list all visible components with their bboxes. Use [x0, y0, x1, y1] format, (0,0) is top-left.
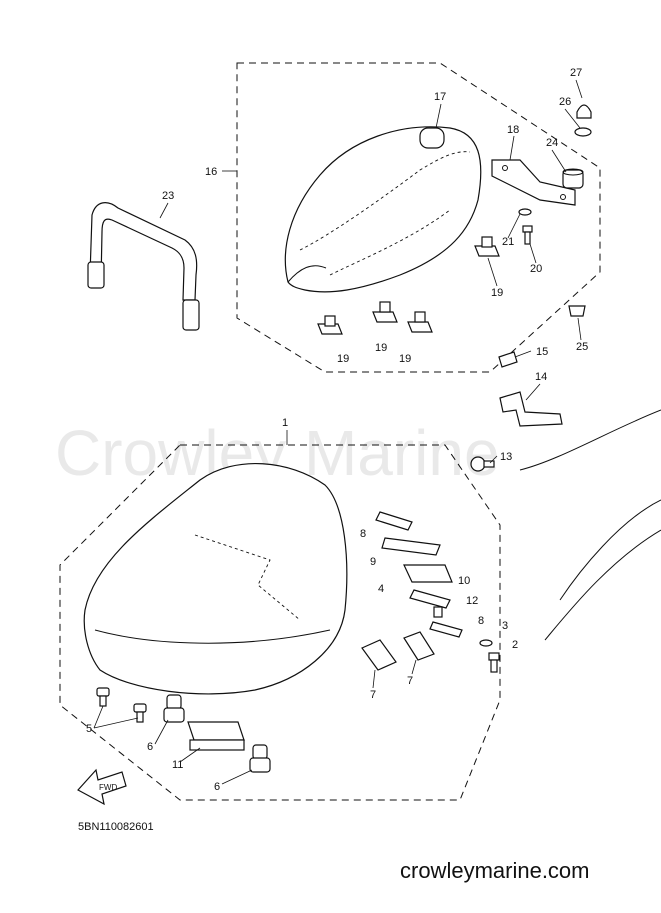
fwd-arrow-icon: FWD — [77, 768, 127, 806]
site-name[interactable]: crowleymarine.com — [400, 858, 590, 883]
grommet-6 — [249, 744, 271, 773]
callout-19: 19 — [491, 287, 503, 299]
callout-27: 27 — [570, 67, 582, 79]
frame-curve — [559, 499, 661, 601]
seat-nut-19 — [474, 236, 500, 257]
frame-curve — [519, 409, 661, 471]
rear-bracket — [491, 159, 576, 206]
pad-7 — [361, 639, 397, 671]
washer-3 — [479, 639, 493, 647]
callout-15: 15 — [536, 346, 548, 358]
callout-21: 21 — [502, 236, 514, 248]
grab-bar — [87, 202, 200, 331]
grommet-6 — [163, 694, 185, 723]
callout-2: 2 — [512, 639, 518, 651]
stud-5 — [96, 687, 110, 707]
grommet-25 — [568, 305, 586, 317]
plate-9 — [381, 537, 441, 556]
callout-24: 24 — [546, 137, 558, 149]
plate-10 — [409, 589, 451, 609]
callout-17: 17 — [434, 91, 446, 103]
callout-8: 8 — [478, 615, 484, 627]
callout-16: 16 — [205, 166, 217, 178]
fwd-label: FWD — [99, 783, 117, 792]
frame-curve — [544, 529, 661, 641]
bolt-15 — [498, 351, 518, 368]
callout-8: 8 — [360, 528, 366, 540]
callout-7: 7 — [407, 675, 413, 687]
callout-4: 4 — [378, 583, 384, 595]
callout-18: 18 — [507, 124, 519, 136]
washer-part — [574, 127, 592, 137]
stud-12 — [433, 606, 443, 618]
callout-3: 3 — [502, 620, 508, 632]
seat-nut-19 — [317, 315, 343, 335]
seat-nut-19 — [407, 311, 433, 333]
seat-lock-bracket — [499, 391, 563, 427]
callout-7: 7 — [370, 689, 376, 701]
pad-7 — [403, 631, 435, 661]
callout-14: 14 — [535, 371, 547, 383]
callout-12: 12 — [466, 595, 478, 607]
callout-9: 9 — [370, 556, 376, 568]
rear-seat — [284, 126, 482, 293]
callout-19: 19 — [375, 342, 387, 354]
diagram-code: 5BN110082601 — [78, 821, 154, 833]
cap-nut-part — [576, 104, 592, 119]
callout-19: 19 — [337, 353, 349, 365]
plate-8 — [375, 511, 413, 531]
callout-23: 23 — [162, 190, 174, 202]
seat-nut-19 — [372, 301, 398, 323]
callout-25: 25 — [576, 341, 588, 353]
rear-seat-group-frame — [236, 62, 601, 373]
callout-5: 5 — [86, 723, 92, 735]
callout-11: 11 — [172, 759, 183, 771]
bolt-2 — [488, 652, 500, 673]
front-seat — [83, 463, 348, 695]
damper-11 — [187, 721, 245, 751]
collar-part — [562, 168, 584, 189]
callout-19: 19 — [399, 353, 411, 365]
plate-8b — [429, 621, 463, 638]
callout-10: 10 — [458, 575, 470, 587]
callout-20: 20 — [530, 263, 542, 275]
callout-6: 6 — [214, 781, 220, 793]
callout-6: 6 — [147, 741, 153, 753]
callout-1: 1 — [282, 417, 288, 429]
callout-13: 13 — [500, 451, 512, 463]
washer-21 — [518, 208, 532, 216]
callout-26: 26 — [559, 96, 571, 108]
bolt-20 — [522, 225, 533, 245]
stud-5 — [133, 703, 147, 723]
bolt-13 — [470, 456, 495, 472]
bracket-4 — [403, 564, 453, 583]
